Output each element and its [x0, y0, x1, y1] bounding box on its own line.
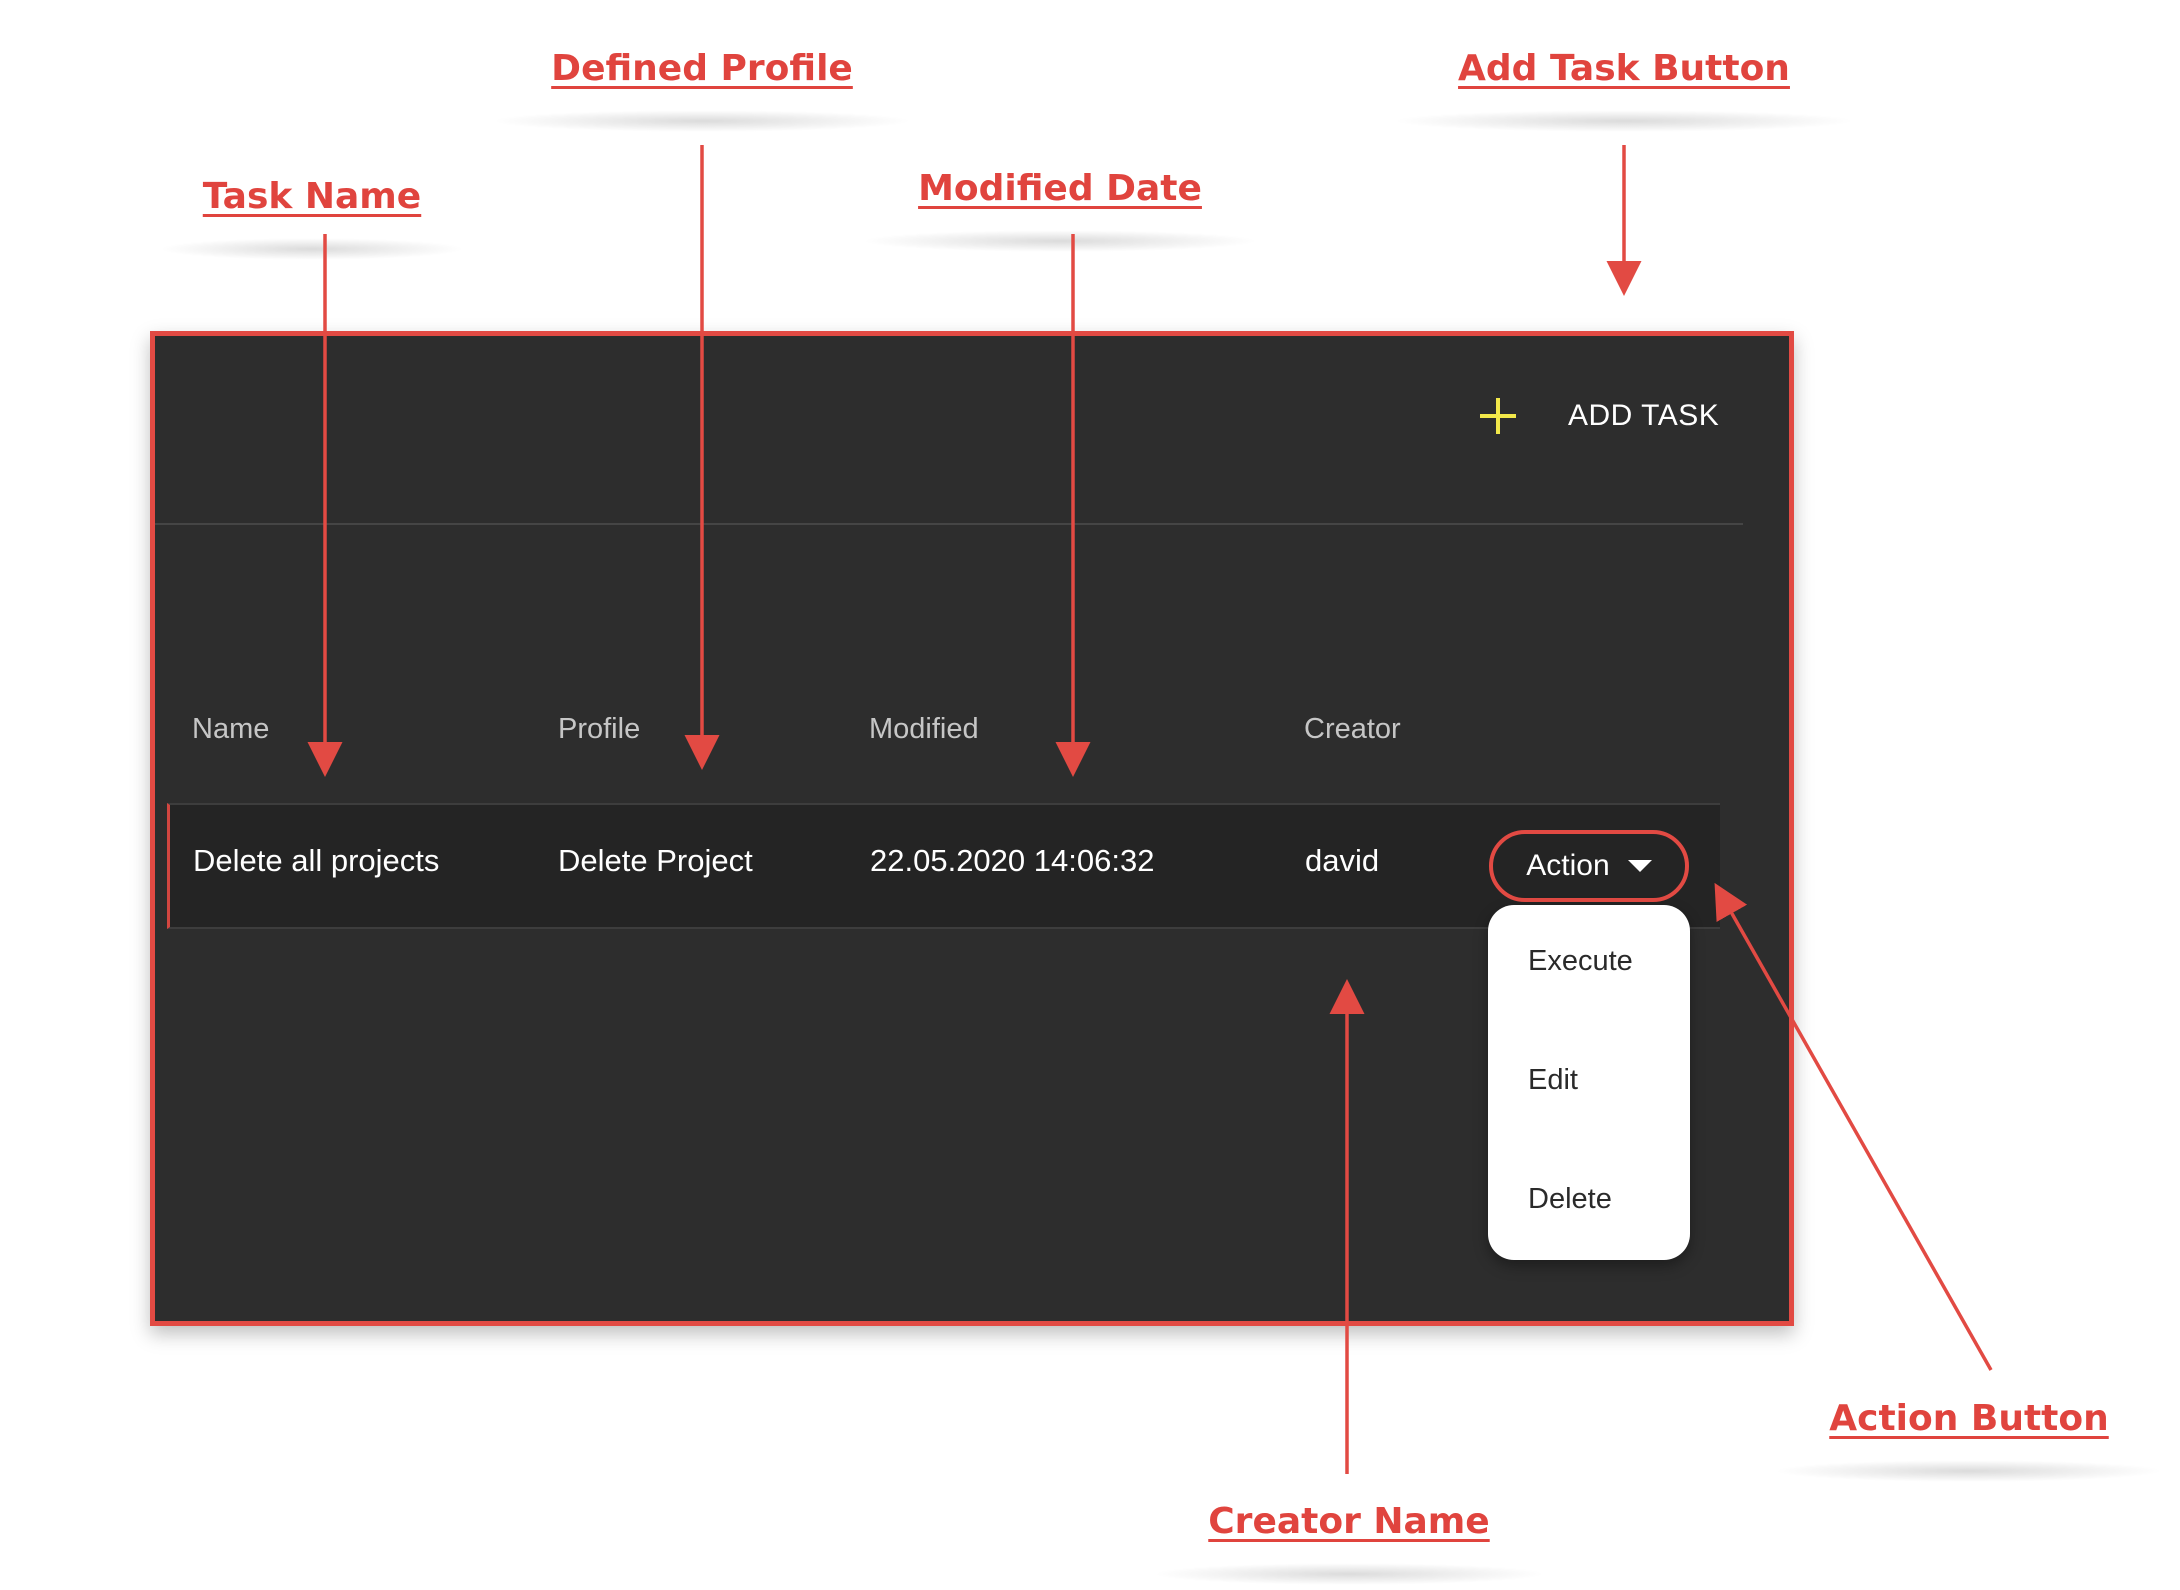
profile-cell: Delete Project [558, 843, 753, 878]
callout-creator-name: Creator Name [1151, 1501, 1547, 1585]
action-menu: Execute Edit Delete [1488, 905, 1690, 1260]
task-panel: ADD TASK Name Profile Modified Creator D… [150, 331, 1794, 1326]
creator-cell: david [1305, 843, 1380, 878]
column-header-creator: Creator [1304, 713, 1401, 745]
menu-item-delete[interactable]: Delete [1528, 1183, 1612, 1215]
add-task-label: ADD TASK [1568, 399, 1720, 432]
menu-item-edit[interactable]: Edit [1528, 1064, 1578, 1096]
column-header-profile: Profile [558, 713, 641, 745]
action-label: Action [1526, 849, 1610, 882]
plus-icon [1480, 398, 1516, 434]
action-button[interactable]: Action [1489, 830, 1689, 902]
modified-cell: 22.05.2020 14:06:32 [870, 843, 1155, 878]
menu-item-execute[interactable]: Execute [1528, 945, 1633, 977]
callout-action-button: Action Button [1773, 1398, 2165, 1482]
caret-down-icon [1627, 860, 1652, 872]
arrow-action-button [1714, 882, 1993, 1371]
add-task-button[interactable]: ADD TASK [1480, 371, 1719, 461]
callout-task-name: Task Name [158, 176, 466, 260]
task-name-cell: Delete all projects [193, 843, 440, 878]
column-header-modified: Modified [869, 713, 979, 745]
callout-add-task-button: Add Task Button [1391, 48, 1857, 132]
toolbar-divider [155, 523, 1743, 525]
callout-modified-date: Modified Date [861, 168, 1259, 252]
column-header-name: Name [192, 713, 270, 745]
callout-defined-profile: Defined Profile [490, 48, 913, 132]
table-row[interactable]: Delete all projects Delete Project 22.05… [167, 803, 1720, 929]
